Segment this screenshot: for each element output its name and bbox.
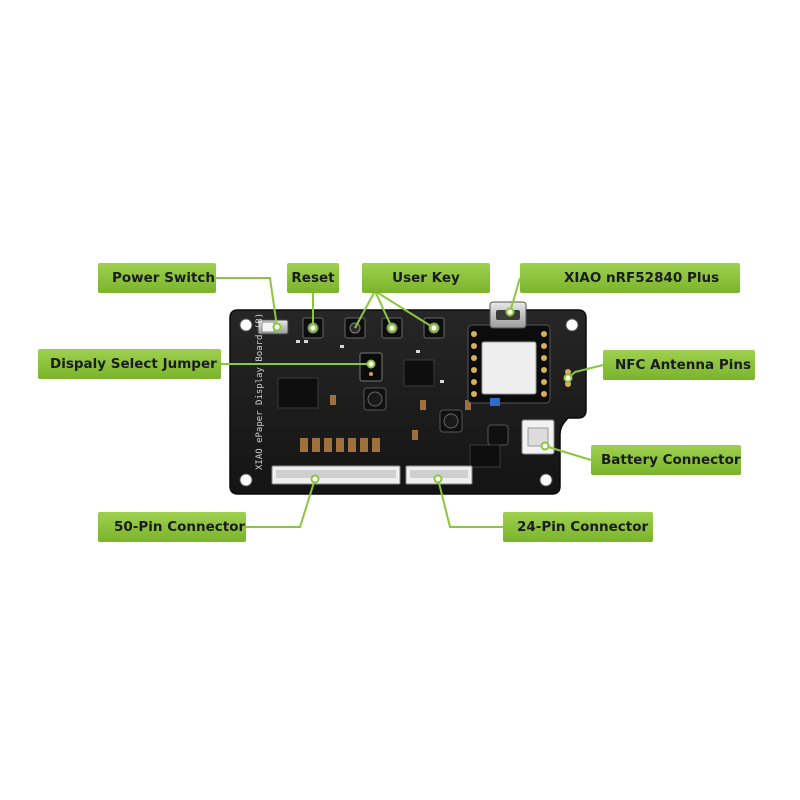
callout-display-select-jumper: Dispaly Select Jumper [38, 349, 221, 379]
callout-24-pin-connector: 24-Pin Connector [503, 512, 653, 542]
callout-reset: Reset [287, 263, 339, 293]
fpc-50-pin [271, 465, 401, 485]
leader-lines [210, 277, 604, 528]
callout-xiao-module: XIAO nRF52840 Plus [520, 263, 740, 293]
callout-power-switch: Power Switch [98, 263, 216, 293]
leader-dots [272, 307, 573, 484]
battery-connector-part [521, 419, 555, 455]
components [277, 340, 509, 468]
xiao-module [467, 301, 551, 406]
callout-battery-connector: Battery Connector [591, 445, 741, 475]
silkscreen-title: XIAO ePaper Display Board (B) [255, 313, 265, 470]
callout-50-pin-connector: 50-Pin Connector [98, 512, 246, 542]
callout-user-key: User Key [362, 263, 490, 293]
nfc-pins [565, 369, 571, 387]
callout-nfc-antenna-pins: NFC Antenna Pins [603, 350, 755, 380]
